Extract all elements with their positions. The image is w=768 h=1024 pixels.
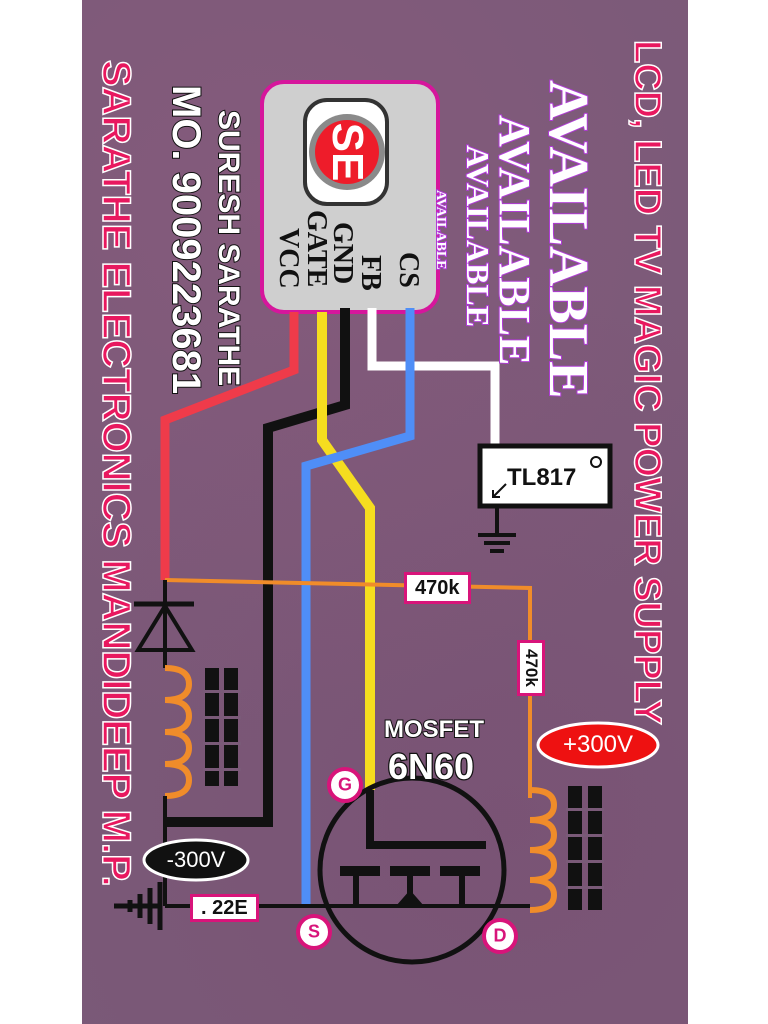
sense-resistor-label: . 22E bbox=[190, 894, 259, 922]
shop-name: SARATHE ELECTRONICS MANDIDEEP M.P. bbox=[93, 59, 139, 887]
contact-name: SURESH SARATHE bbox=[211, 109, 246, 387]
gate-pin-circle bbox=[327, 767, 363, 803]
optocoupler-arrow bbox=[492, 483, 507, 498]
ic-pin-label-cs: CS bbox=[393, 252, 424, 288]
optocoupler-label: TL817 bbox=[507, 464, 577, 491]
primary-coil bbox=[164, 665, 193, 799]
optocoupler-arrowhead bbox=[492, 490, 500, 498]
cs-wire bbox=[301, 308, 415, 906]
available-3: AVAILABLE bbox=[459, 144, 497, 328]
primary-core bbox=[205, 668, 238, 786]
mosfet-channel bbox=[340, 866, 480, 876]
fb-wire bbox=[367, 308, 500, 448]
neg-voltage-oval bbox=[142, 838, 250, 882]
secondary-core bbox=[568, 786, 602, 910]
gate-wire bbox=[317, 312, 375, 790]
resistor-side-label: 470k bbox=[517, 640, 545, 696]
ic-pin-label-gate: GATE bbox=[301, 210, 332, 288]
pos-voltage-label: +300V bbox=[562, 731, 634, 758]
pos-voltage-oval bbox=[536, 721, 660, 769]
secondary-coil bbox=[529, 787, 558, 913]
vcc-wire bbox=[160, 312, 299, 580]
optocoupler-dot bbox=[590, 456, 602, 468]
drain-pin-circle bbox=[482, 918, 518, 954]
gnd-wire bbox=[165, 308, 350, 827]
mosfet-arrow bbox=[396, 890, 424, 906]
contact-mobile: MO. 9009223681 bbox=[163, 84, 209, 395]
mosfet-circle bbox=[317, 775, 507, 965]
gate-pin-label: G bbox=[337, 774, 353, 795]
mosfet-title: MOSFET bbox=[383, 715, 485, 744]
available-4: AVAILABLE bbox=[432, 189, 449, 271]
ic-pin-label-fb: FB bbox=[355, 255, 386, 291]
ic-pin-label-vcc: VCC bbox=[273, 228, 304, 289]
source-pin-circle bbox=[296, 914, 332, 950]
resistor-top-label: 470k bbox=[404, 572, 471, 604]
secondary-core-gaps bbox=[566, 808, 604, 889]
ic-logo-text: SE bbox=[323, 122, 372, 182]
headline-title: LCD, LED TV MAGIC POWER SUPPLY bbox=[625, 39, 669, 725]
ground-symbol bbox=[114, 882, 163, 930]
available-2: AVAILABLE bbox=[489, 114, 540, 366]
available-1: AVAILABLE bbox=[536, 79, 600, 400]
mosfet-gate-lead bbox=[366, 790, 486, 849]
neg-voltage-label: -300V bbox=[166, 847, 226, 872]
source-pin-label: S bbox=[307, 921, 321, 942]
drain-pin-label: D bbox=[493, 925, 507, 946]
resistor-wire bbox=[164, 578, 532, 798]
mosfet-part: 6N60 bbox=[387, 745, 476, 789]
optocoupler-body bbox=[477, 443, 613, 509]
primary-core-gaps bbox=[203, 690, 241, 771]
ic-logo-inner bbox=[315, 120, 379, 184]
diode-triangle bbox=[134, 602, 196, 652]
